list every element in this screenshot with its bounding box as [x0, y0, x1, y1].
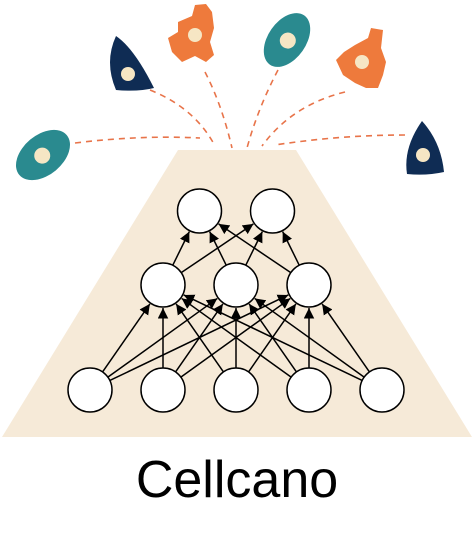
teal-oval-cell — [263, 13, 311, 67]
input-node — [286, 367, 332, 413]
navy-drop-cell — [110, 36, 154, 91]
hidden-node — [213, 262, 259, 308]
network-edge — [218, 223, 292, 274]
orange-irregular-cell — [168, 4, 214, 62]
eruption-trails — [74, 69, 406, 149]
network-edge — [181, 297, 292, 378]
orange-irregular-cell — [336, 28, 386, 88]
input-node — [67, 367, 113, 413]
navy-drop-cell — [406, 121, 444, 175]
input-node — [213, 367, 259, 413]
eruption-trail — [261, 91, 346, 147]
eruption-trail — [149, 89, 216, 147]
network-edge — [183, 294, 363, 382]
input-node — [359, 367, 405, 413]
output-node — [249, 188, 296, 234]
teal-oval-cell — [15, 129, 71, 181]
output-node — [176, 188, 223, 234]
hidden-node — [286, 262, 332, 308]
network-edge — [209, 231, 227, 266]
network-edge — [321, 303, 371, 373]
network-edge — [101, 303, 151, 373]
input-node — [140, 367, 186, 413]
eruption-trail — [274, 134, 406, 146]
network-edge — [172, 231, 190, 266]
logo-title: Cellcano — [135, 451, 339, 509]
network-nodes — [67, 188, 405, 413]
hidden-node — [140, 262, 186, 308]
eruption-trail — [204, 71, 233, 149]
network-edge — [175, 303, 225, 373]
network-edge — [254, 297, 365, 378]
network-edge — [282, 231, 300, 266]
eruption-trail — [74, 136, 201, 144]
eruption-trail — [246, 69, 279, 149]
network-edges — [101, 223, 371, 382]
